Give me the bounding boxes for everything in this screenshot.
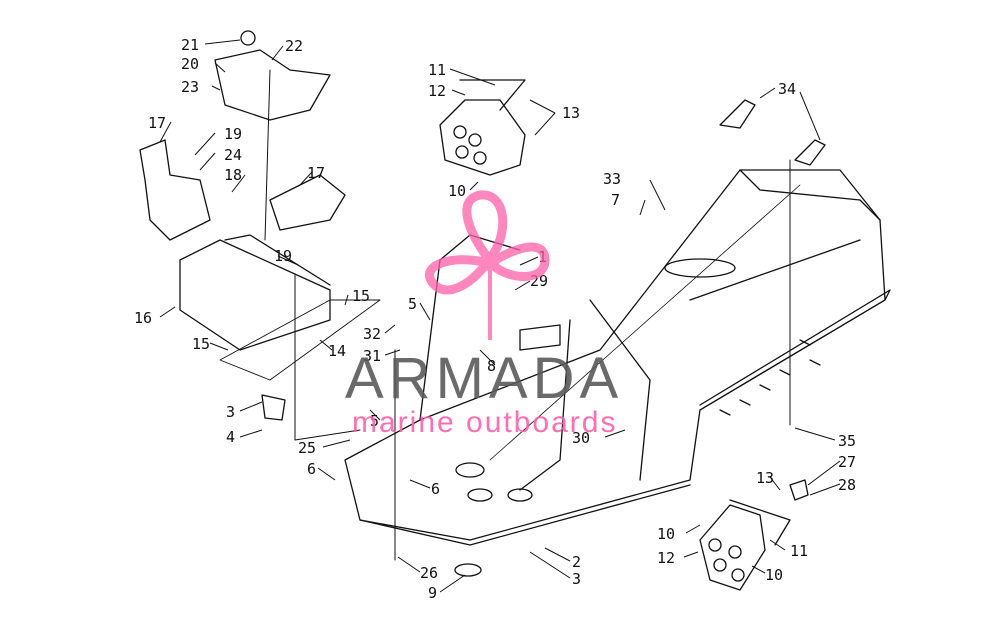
callout-11: 11 — [790, 542, 808, 560]
callout-31: 31 — [363, 347, 381, 365]
callout-16: 16 — [134, 309, 152, 327]
bracket-17-left — [139, 139, 211, 241]
bracket-17-right — [269, 174, 346, 231]
watermark-tagline: marine outboards — [352, 406, 618, 439]
bracket-34-a — [719, 99, 756, 129]
cover-23 — [214, 49, 331, 121]
foot-4 — [261, 394, 286, 421]
callout-17: 17 — [307, 164, 325, 182]
callout-11: 11 — [428, 61, 446, 79]
callout-5: 5 — [370, 412, 379, 430]
callout-labels: 21 22 20 23 11 12 13 10 34 17 19 24 18 1… — [134, 36, 856, 602]
bracket-34-b — [794, 139, 826, 166]
callout-3: 3 — [572, 570, 581, 588]
callout-2: 2 — [572, 553, 581, 571]
callout-22: 22 — [285, 37, 303, 55]
callout-25: 25 — [298, 439, 316, 457]
callout-9: 9 — [428, 584, 437, 602]
mounting-plate — [179, 234, 381, 381]
callout-13: 13 — [756, 469, 774, 487]
callout-5: 5 — [408, 295, 417, 313]
callout-15: 15 — [352, 287, 370, 305]
callout-24: 24 — [224, 146, 242, 164]
watermark-brand: ARMADA — [345, 346, 624, 411]
callout-8: 8 — [487, 357, 496, 375]
plug-9 — [454, 563, 482, 577]
guard-plate-upper — [439, 99, 526, 176]
callout-35: 35 — [838, 432, 856, 450]
callout-28: 28 — [838, 476, 856, 494]
callout-20: 20 — [181, 55, 199, 73]
callout-17: 17 — [148, 114, 166, 132]
clip-27 — [789, 479, 809, 501]
callout-13: 13 — [562, 104, 580, 122]
callout-10: 10 — [657, 525, 675, 543]
callout-10: 10 — [448, 182, 466, 200]
callout-7: 7 — [611, 191, 620, 209]
callout-3: 3 — [226, 403, 235, 421]
chassis-tub — [344, 169, 891, 546]
callout-21: 21 — [181, 36, 199, 54]
callout-12: 12 — [428, 82, 446, 100]
callout-15: 15 — [192, 335, 210, 353]
leader-lines — [159, 39, 841, 593]
callout-30: 30 — [572, 429, 590, 447]
callout-34: 34 — [778, 80, 796, 98]
callout-18: 18 — [224, 166, 242, 184]
callout-26: 26 — [420, 564, 438, 582]
callout-6: 6 — [307, 460, 316, 478]
callout-19: 19 — [224, 125, 242, 143]
propeller-logo-icon — [425, 190, 550, 340]
callout-23: 23 — [181, 78, 199, 96]
guard-plate-lower — [699, 504, 766, 591]
callout-4: 4 — [226, 428, 235, 446]
callout-10: 10 — [765, 566, 783, 584]
callout-19: 19 — [274, 247, 292, 265]
callout-27: 27 — [838, 453, 856, 471]
callout-6: 6 — [431, 480, 440, 498]
callout-32: 32 — [363, 325, 381, 343]
callout-14: 14 — [328, 342, 346, 360]
callout-12: 12 — [657, 549, 675, 567]
callout-33: 33 — [603, 170, 621, 188]
knob-21 — [240, 30, 256, 46]
